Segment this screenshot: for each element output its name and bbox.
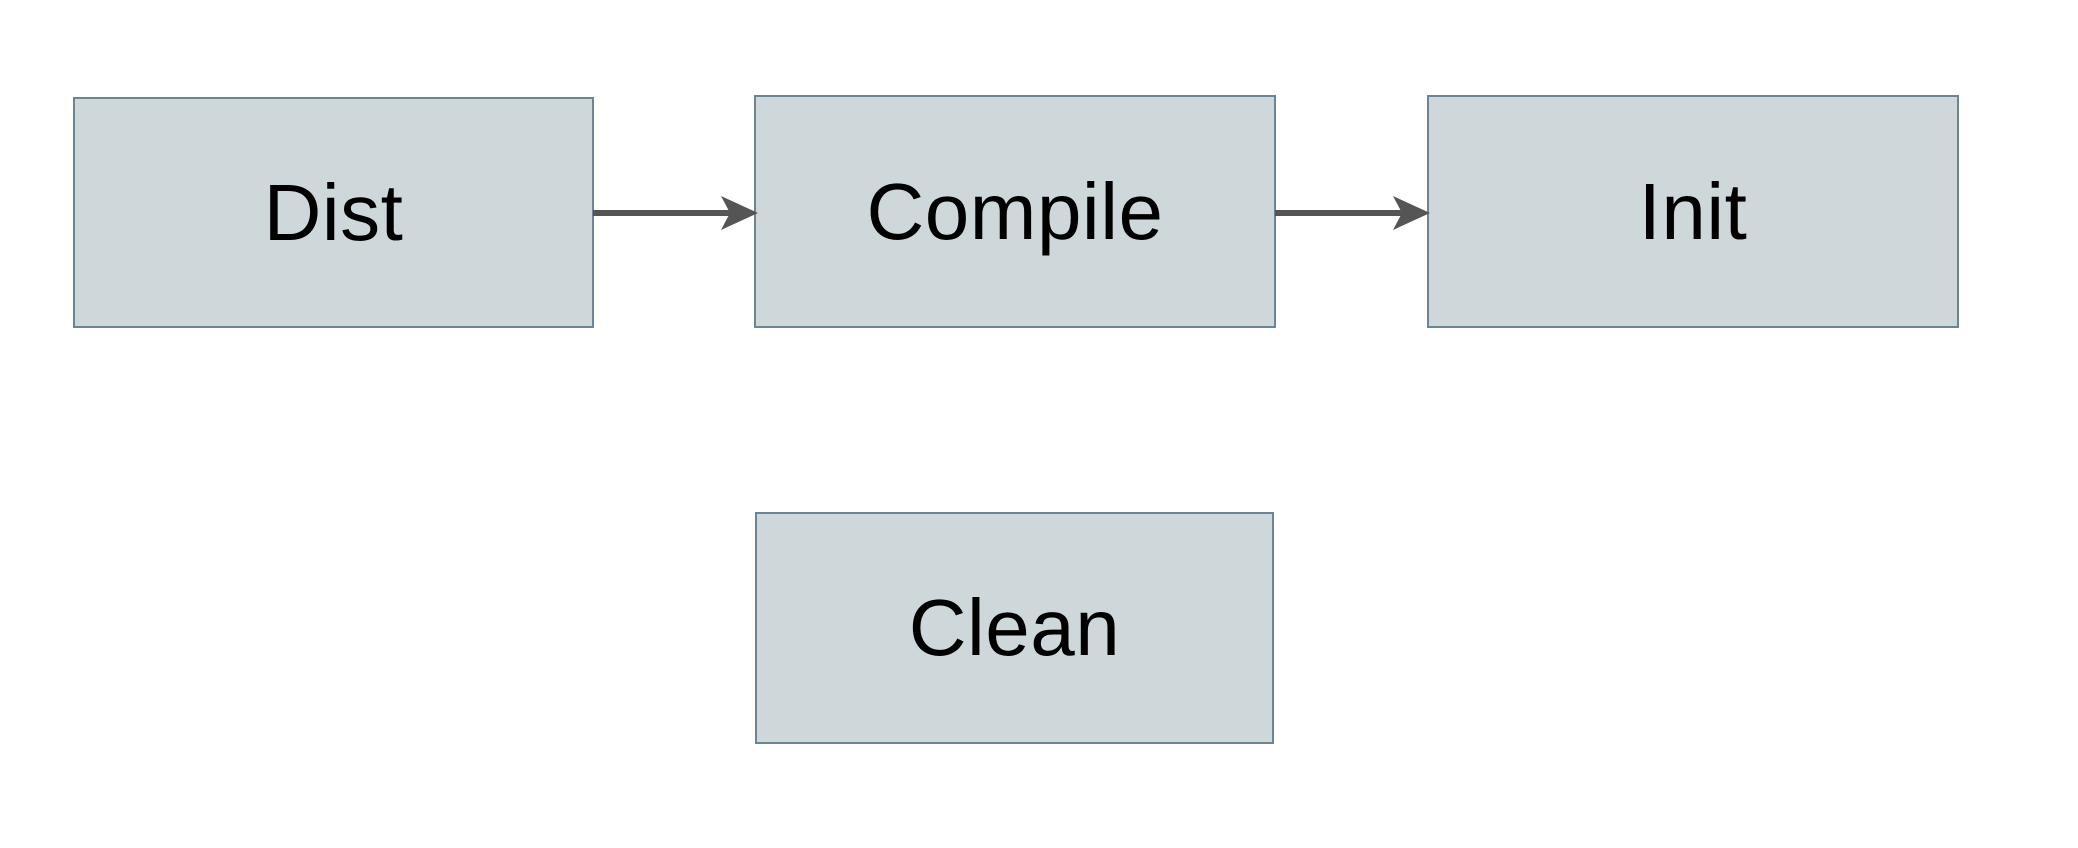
node-dist-label: Dist [263,167,404,257]
edge-compile-to-init[interactable] [1272,186,1437,240]
edge-compile-to-init-arrowhead [1393,196,1430,230]
node-init-label: Init [1638,166,1748,256]
node-clean[interactable]: Clean [755,512,1274,744]
node-dist[interactable]: Dist [73,97,594,328]
edge-dist-to-compile[interactable] [590,186,765,240]
node-compile[interactable]: Compile [754,95,1276,328]
node-compile-label: Compile [866,166,1164,256]
edge-dist-to-compile-arrowhead [721,196,758,230]
node-init[interactable]: Init [1427,95,1959,328]
node-clean-label: Clean [908,583,1121,672]
